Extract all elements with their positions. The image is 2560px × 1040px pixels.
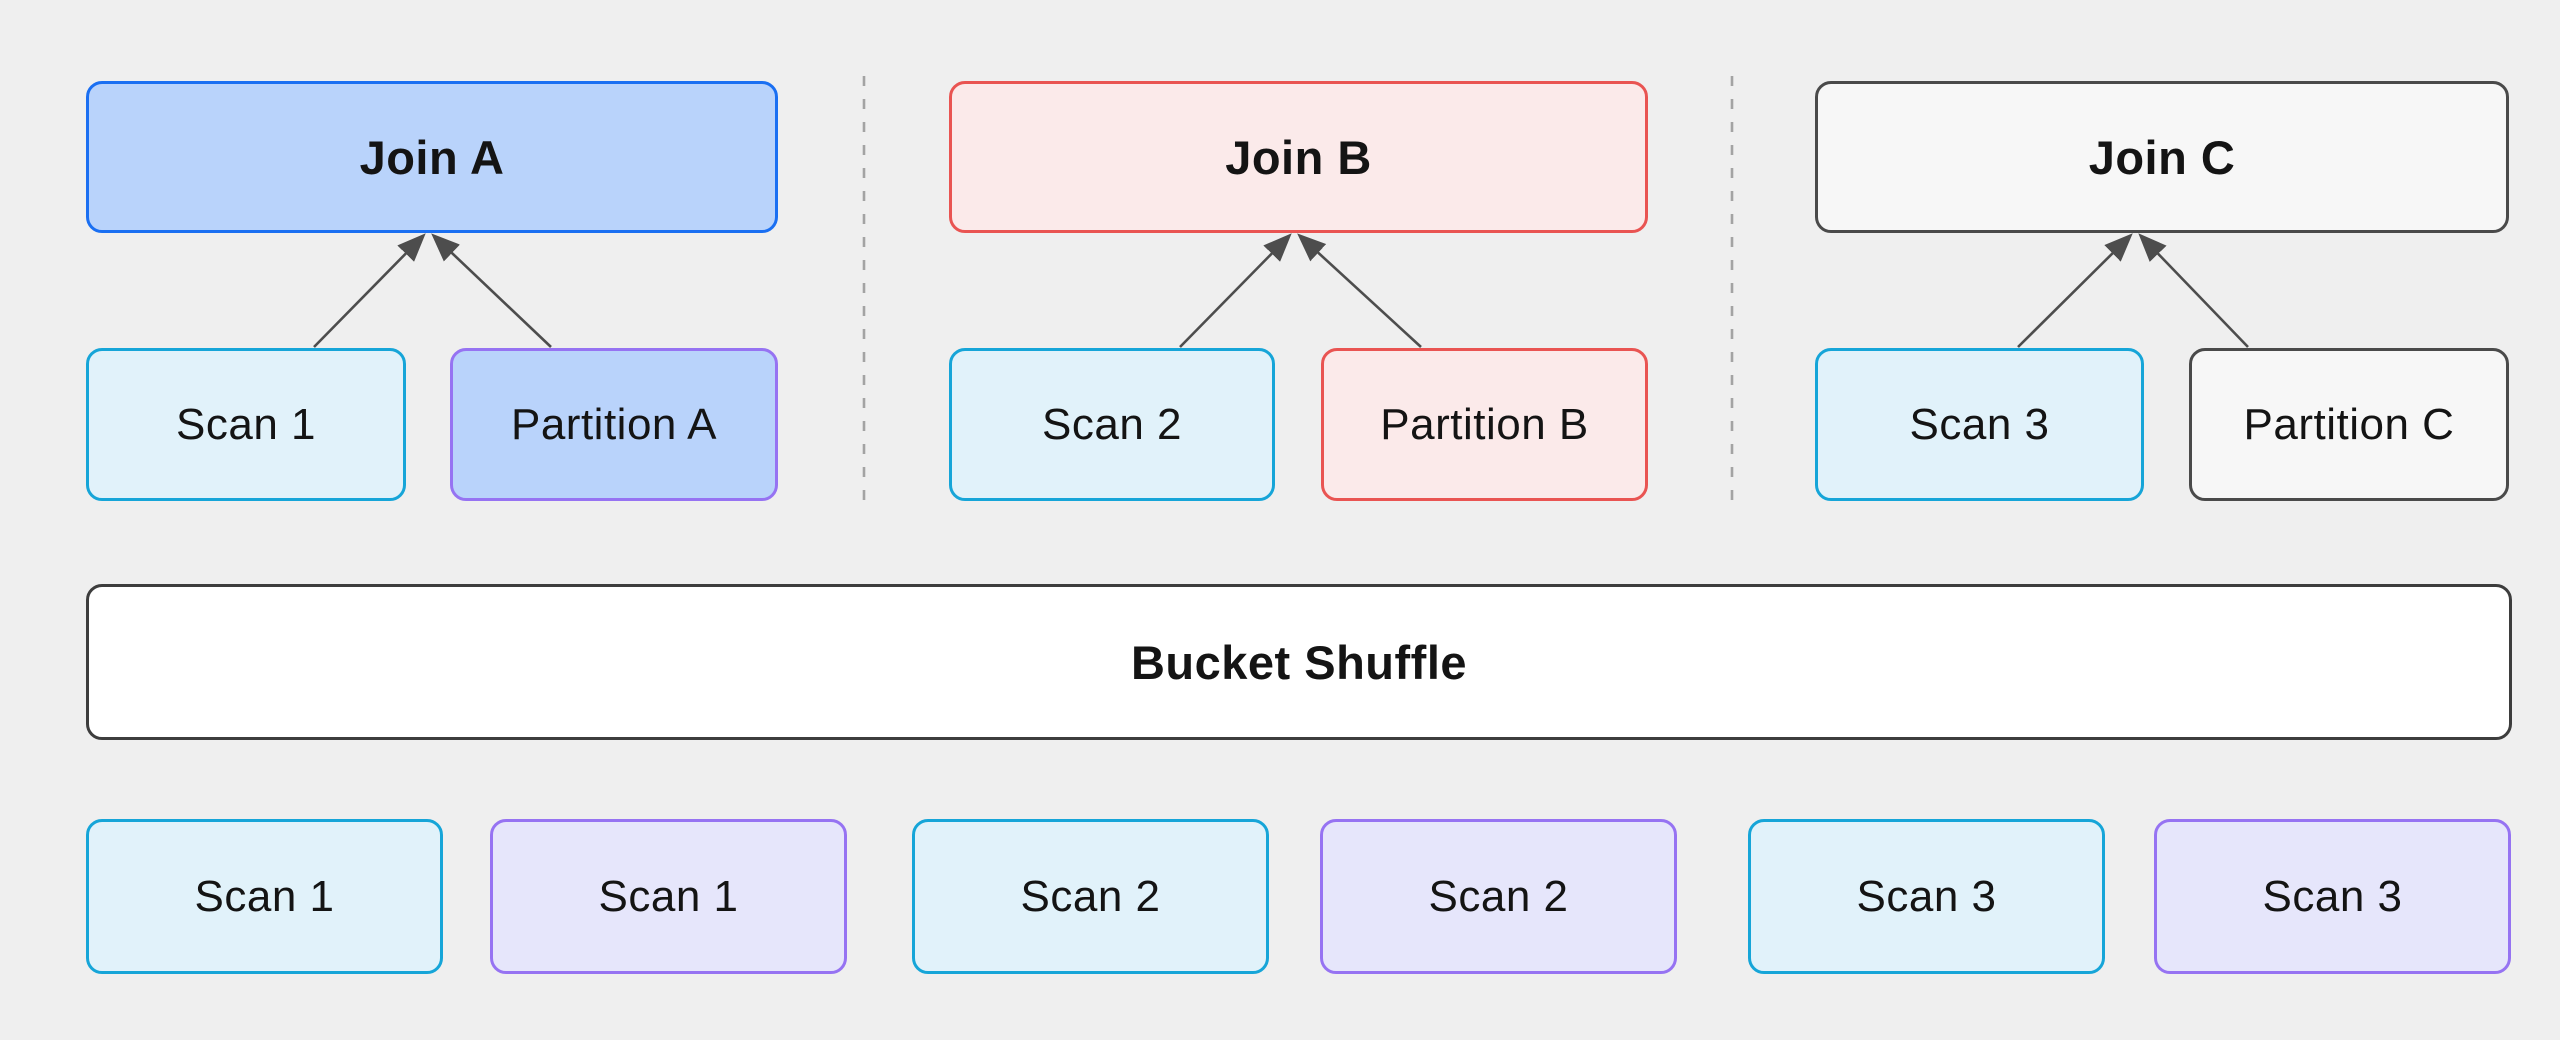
partition-b-label: Partition B <box>1380 399 1589 449</box>
partition-c-node: Partition C <box>2189 348 2509 501</box>
bottom-scan-1a-label: Scan 1 <box>194 871 335 921</box>
scan-3-node: Scan 3 <box>1815 348 2144 501</box>
join-c-label: Join C <box>2088 130 2236 184</box>
scan-2-label: Scan 2 <box>1042 399 1182 449</box>
bottom-scan-1a-node: Scan 1 <box>86 819 443 974</box>
bottom-scan-3b-label: Scan 3 <box>2262 871 2403 921</box>
bottom-scan-3a-label: Scan 3 <box>1856 871 1997 921</box>
scan-3-label: Scan 3 <box>1909 399 2050 449</box>
bottom-scan-3b-node: Scan 3 <box>2154 819 2511 974</box>
partition-b-node: Partition B <box>1321 348 1648 501</box>
join-a-label: Join A <box>359 130 505 184</box>
scan-2-node: Scan 2 <box>949 348 1275 501</box>
partition-c-label: Partition C <box>2243 399 2455 449</box>
arrow-partition-c-to-join-c <box>2138 233 2249 348</box>
bucket-shuffle-node: Bucket Shuffle <box>86 584 2512 740</box>
arrow-scan1-to-join-a <box>313 233 426 348</box>
join-a-node: Join A <box>86 81 778 233</box>
bottom-scan-2a-label: Scan 2 <box>1020 871 1161 921</box>
scan-1-node: Scan 1 <box>86 348 406 501</box>
arrow-scan2-to-join-b <box>1179 233 1292 348</box>
join-c-node: Join C <box>1815 81 2509 233</box>
arrow-scan3-to-join-c <box>2017 233 2133 348</box>
join-b-node: Join B <box>949 81 1648 233</box>
bucket-shuffle-label: Bucket Shuffle <box>1130 635 1468 689</box>
bottom-scan-3a-node: Scan 3 <box>1748 819 2105 974</box>
bottom-scan-1b-node: Scan 1 <box>490 819 847 974</box>
bottom-scan-2b-label: Scan 2 <box>1428 871 1569 921</box>
partition-a-label: Partition A <box>510 399 718 449</box>
bottom-scan-1b-label: Scan 1 <box>598 871 739 921</box>
scan-1-label: Scan 1 <box>176 399 316 449</box>
arrow-partition-b-to-join-b <box>1297 233 1422 348</box>
arrow-partition-a-to-join-a <box>431 233 552 348</box>
bottom-scan-2a-node: Scan 2 <box>912 819 1269 974</box>
bottom-scan-2b-node: Scan 2 <box>1320 819 1677 974</box>
partition-a-node: Partition A <box>450 348 778 501</box>
join-b-label: Join B <box>1225 130 1372 184</box>
